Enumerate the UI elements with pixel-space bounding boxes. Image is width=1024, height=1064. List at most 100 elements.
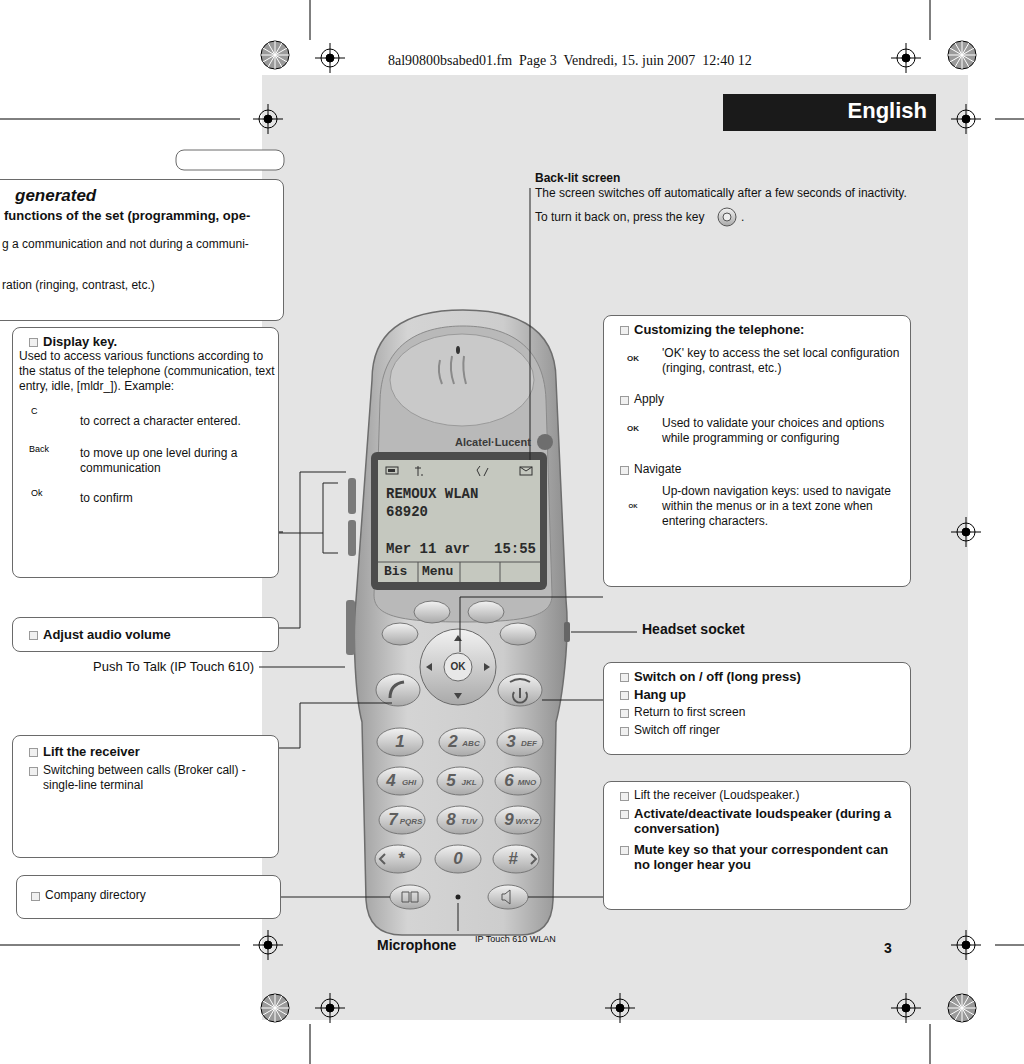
callout-heading: Lift the receiver xyxy=(43,744,140,759)
crop-marks xyxy=(268,43,275,55)
hash-chevron xyxy=(531,854,536,864)
tab-box xyxy=(176,150,284,170)
key-digit: 2 xyxy=(448,732,457,752)
screen-text: 15:55 xyxy=(494,541,536,558)
keypad-key xyxy=(493,845,539,873)
crop-marks xyxy=(955,996,962,1008)
nav-arrows xyxy=(426,635,490,699)
callout-box: Customizing the telephone:'OK' key to ac… xyxy=(603,315,911,587)
crop-marks xyxy=(891,43,921,73)
softkey-bar xyxy=(378,562,540,582)
red-key-icon xyxy=(510,679,530,703)
callout-box: Adjust audio volume xyxy=(12,617,279,652)
key-digit: 1 xyxy=(395,732,404,752)
key-letters: GHI xyxy=(402,778,416,788)
leader-line xyxy=(571,632,637,633)
part-name: Back-lit screen xyxy=(535,171,620,185)
model-name: IP Touch 610 WLAN xyxy=(475,934,556,945)
screen-text: Mer 11 avr xyxy=(386,541,470,558)
key-letters: PQRS xyxy=(400,817,423,827)
crop-marks xyxy=(261,994,289,1022)
crop-marks xyxy=(315,993,345,1023)
soft-key xyxy=(468,601,504,623)
icon-label: Ok xyxy=(31,488,43,499)
microphone-hole xyxy=(456,895,461,900)
crop-marks xyxy=(948,994,976,1022)
callout-text: Navigate xyxy=(634,462,681,477)
callout-text: functions of the set (programming, ope- xyxy=(4,208,250,223)
red-key xyxy=(498,674,542,706)
crop-marks xyxy=(275,1008,289,1009)
leader-line xyxy=(259,667,345,668)
crop-marks xyxy=(950,55,962,62)
crop-marks xyxy=(275,55,282,67)
crop-marks xyxy=(275,994,276,1008)
keypad-key xyxy=(497,728,543,756)
green-key-icon xyxy=(390,682,404,698)
side-key xyxy=(348,520,356,556)
speaker-key xyxy=(488,885,528,909)
callout-text: g a communication and not during a commu… xyxy=(2,237,249,252)
crop-marks xyxy=(261,41,289,69)
key-label: OK xyxy=(451,661,466,673)
key-letters: DEF xyxy=(521,739,537,749)
page-ground xyxy=(262,75,968,1020)
speaker-icon xyxy=(502,890,510,904)
callout-heading: Display key. xyxy=(43,334,117,349)
key-letters: MNO xyxy=(518,778,537,788)
key-letters: ABC xyxy=(462,739,479,749)
key-digit: # xyxy=(508,849,517,869)
softkey-label: Bis xyxy=(384,564,407,580)
crop-marks xyxy=(951,517,981,547)
crop-marks xyxy=(275,55,289,56)
crop-marks xyxy=(962,48,974,55)
crop-marks xyxy=(962,994,963,1008)
battery-icon xyxy=(386,467,398,474)
crop-marks xyxy=(948,41,976,69)
handset-icon xyxy=(477,466,488,476)
note: . xyxy=(741,210,744,224)
callout-text: Switch off ringer xyxy=(634,723,720,738)
crop-marks xyxy=(955,43,962,55)
crop-marks xyxy=(275,1001,287,1008)
keypad-key xyxy=(377,767,423,795)
page-number: 3 xyxy=(884,940,892,957)
signal-icon xyxy=(415,466,422,476)
keypad-key xyxy=(379,806,425,834)
callout-text: ration (ringing, contrast, etc.) xyxy=(2,278,155,293)
key-digit: 8 xyxy=(446,810,455,830)
callout-text: to confirm xyxy=(80,491,272,506)
crop-marks xyxy=(962,55,969,67)
crop-marks xyxy=(275,41,276,55)
callout-text: Switching between calls (Broker call) - … xyxy=(43,763,273,793)
callout-text: Used to access various functions accordi… xyxy=(19,349,275,394)
crop-marks xyxy=(962,41,963,55)
callout-text: to correct a character entered. xyxy=(80,414,272,429)
earpiece-slots xyxy=(439,356,466,384)
green-key xyxy=(376,674,420,706)
leader-line xyxy=(528,897,603,898)
callout-text: to move up one level during a communicat… xyxy=(80,446,272,476)
screen-text: 68920 xyxy=(386,504,428,521)
callout-heading: Switch on / off (long press) xyxy=(634,669,801,684)
key-digit: * xyxy=(398,849,405,869)
callout-text: Apply xyxy=(634,392,664,407)
brand-logo xyxy=(537,434,553,450)
file-header: 8al90800bsabed01.fm Page 3 Vendredi, 15.… xyxy=(388,53,752,70)
crop-marks xyxy=(275,1008,276,1022)
crop-marks xyxy=(605,993,635,1023)
callout-box: Lift the receiver (Loudspeaker.)Activate… xyxy=(603,781,911,910)
keypad-key xyxy=(439,728,485,756)
crop-marks xyxy=(951,104,981,134)
phone-body xyxy=(354,310,567,935)
leader-line xyxy=(542,700,603,701)
callout-heading: Company directory xyxy=(45,888,146,903)
nav-ring xyxy=(420,629,496,705)
keypad-key xyxy=(495,806,541,834)
crop-marks xyxy=(275,55,276,69)
callout-heading: generated xyxy=(15,186,96,206)
crop-marks xyxy=(263,55,275,62)
bracket xyxy=(323,483,338,553)
